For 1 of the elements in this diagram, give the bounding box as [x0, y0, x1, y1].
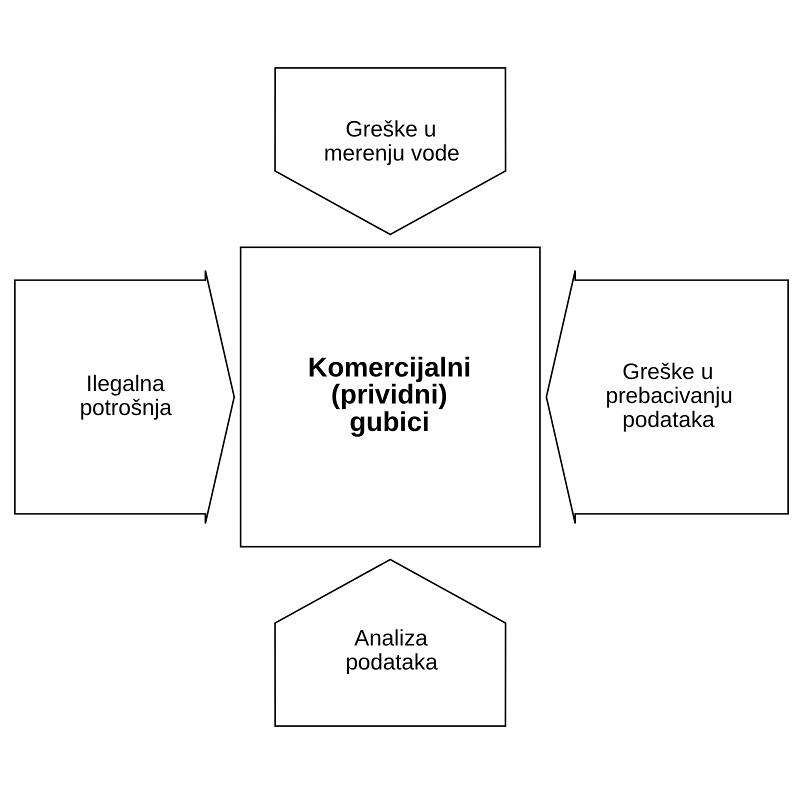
node-box: Komercijalni (prividni) gubici — [240, 246, 541, 548]
